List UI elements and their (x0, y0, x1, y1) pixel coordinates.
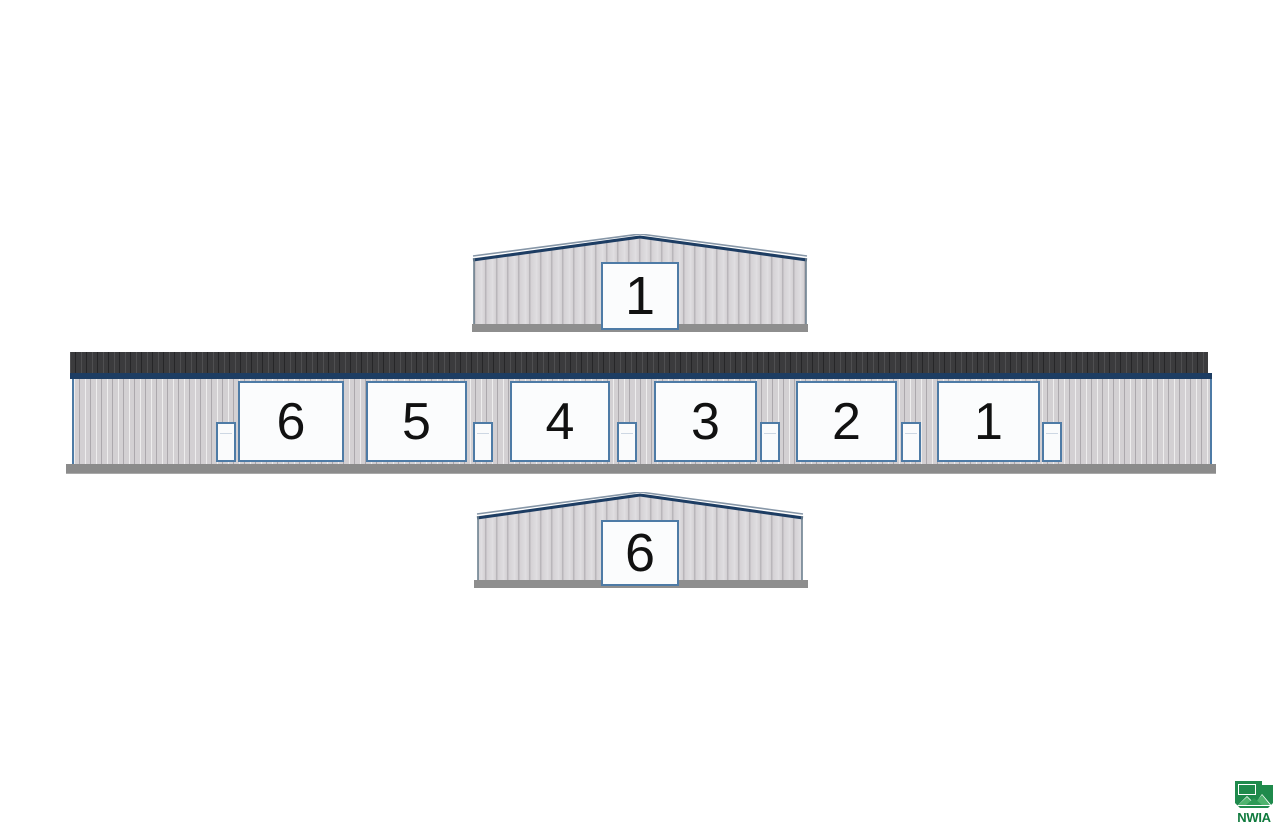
eave-fascia (70, 373, 1212, 379)
overhead-door-4[interactable]: 4 (510, 381, 610, 462)
top-gable-building[interactable]: 1 (470, 233, 810, 334)
man-door-b[interactable] (473, 422, 493, 462)
overhead-door-5[interactable]: 5 (366, 381, 467, 462)
overhead-door-1[interactable]: 1 (937, 381, 1040, 462)
overhead-door[interactable]: 1 (601, 262, 679, 330)
unit-number-label: 3 (691, 392, 720, 451)
nwia-logo[interactable]: NWIA (1232, 779, 1276, 824)
unit-number-label: 4 (545, 392, 575, 451)
main-storage-row[interactable]: 6 5 4 3 2 1 (66, 352, 1216, 475)
concrete-slab (66, 464, 1216, 473)
bottom-gable-building[interactable]: 6 (470, 491, 810, 590)
unit-number-label: 6 (276, 392, 306, 451)
unit-number-label: 6 (624, 523, 656, 583)
overhead-door-6[interactable]: 6 (238, 381, 344, 462)
nwia-map-icon (1235, 781, 1273, 808)
unit-number-label: 1 (624, 266, 656, 326)
overhead-door-3[interactable]: 3 (654, 381, 757, 462)
unit-number-label: 2 (832, 392, 861, 451)
overhead-door[interactable]: 6 (601, 520, 679, 586)
man-door-f[interactable] (1042, 422, 1062, 462)
man-door-e[interactable] (901, 422, 921, 462)
man-door-a[interactable] (216, 422, 236, 462)
man-door-c[interactable] (617, 422, 637, 462)
man-door-d[interactable] (760, 422, 780, 462)
unit-number-label: 1 (974, 392, 1003, 451)
standing-seam-roof (70, 352, 1208, 374)
nwia-wordmark: NWIA (1237, 810, 1271, 825)
overhead-door-2[interactable]: 2 (796, 381, 897, 462)
unit-number-label: 5 (402, 392, 431, 451)
